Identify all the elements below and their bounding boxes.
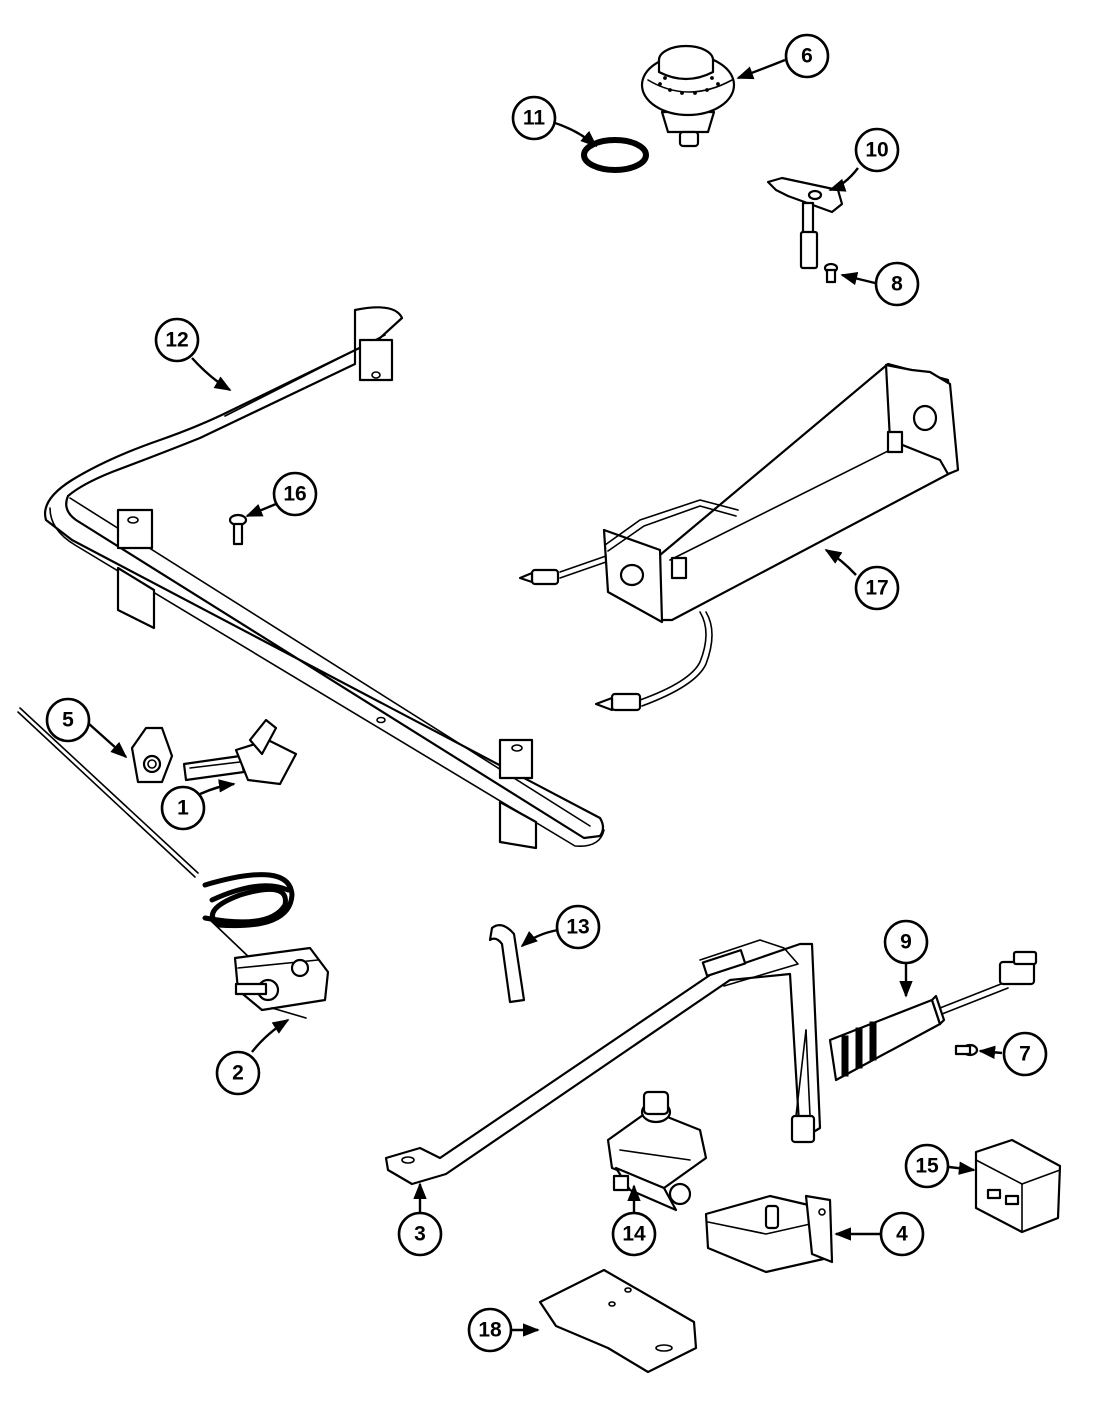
part-10-igniter-bracket — [766, 176, 844, 270]
callout-3-label: 3 — [414, 1223, 426, 1246]
part-14-safety-valve — [606, 1090, 708, 1212]
part-13-hose — [488, 923, 526, 1004]
callout-10: 10 — [854, 127, 900, 173]
callout-6-label: 6 — [801, 45, 813, 68]
callout-5: 5 — [45, 697, 91, 743]
callout-14: 14 — [611, 1211, 657, 1257]
callout-10-label: 10 — [865, 139, 888, 162]
callout-18-label: 18 — [478, 1319, 502, 1342]
part-15-spark-module — [974, 1138, 1062, 1234]
callout-9: 9 — [883, 919, 929, 965]
part-2-thermostat — [17, 707, 330, 1019]
callout-13: 13 — [555, 904, 601, 950]
callout-15-label: 15 — [915, 1155, 939, 1178]
callout-12-label: 12 — [165, 329, 188, 352]
callout-14-label: 14 — [622, 1223, 646, 1246]
callout-4: 4 — [879, 1211, 925, 1257]
callout-7: 7 — [1002, 1031, 1048, 1077]
callout-1-label: 1 — [177, 797, 189, 820]
callout-12: 12 — [154, 317, 200, 363]
part-16-screw — [228, 513, 248, 546]
callout-2-label: 2 — [232, 1062, 244, 1085]
callout-8-label: 8 — [891, 273, 903, 296]
callout-16-label: 16 — [283, 483, 306, 506]
callout-6: 6 — [784, 33, 830, 79]
part-4-regulator — [704, 1194, 834, 1274]
callout-15: 15 — [904, 1143, 950, 1189]
callout-11-label: 11 — [523, 107, 546, 130]
part-18-bracket — [538, 1268, 698, 1374]
callout-4-label: 4 — [896, 1223, 908, 1246]
callout-13-label: 13 — [566, 916, 589, 939]
callout-9-label: 9 — [900, 931, 912, 954]
part-11-o-ring — [581, 137, 649, 173]
callout-11: 11 — [511, 95, 557, 141]
callout-17: 17 — [854, 565, 900, 611]
callout-1: 1 — [160, 785, 206, 831]
part-5-bracket — [130, 726, 174, 784]
part-12-burner-frame — [43, 306, 605, 850]
callout-18: 18 — [467, 1307, 513, 1353]
callout-8: 8 — [874, 261, 920, 307]
callout-2: 2 — [215, 1050, 261, 1096]
part-9-igniter-module — [828, 950, 1038, 1082]
part-7-screw — [954, 1043, 979, 1057]
callout-7-label: 7 — [1019, 1043, 1031, 1066]
part-8-screw — [823, 262, 839, 284]
callout-3: 3 — [397, 1211, 443, 1257]
callout-17-label: 17 — [865, 577, 888, 600]
leader-lines — [87, 58, 1003, 1337]
part-1-valve-stem — [182, 718, 298, 786]
callout-5-label: 5 — [62, 709, 74, 732]
callout-16: 16 — [272, 471, 318, 517]
part-6-burner — [640, 44, 736, 148]
part-3-oven-burner — [384, 939, 822, 1186]
part-17-burner-bracket — [518, 362, 960, 712]
